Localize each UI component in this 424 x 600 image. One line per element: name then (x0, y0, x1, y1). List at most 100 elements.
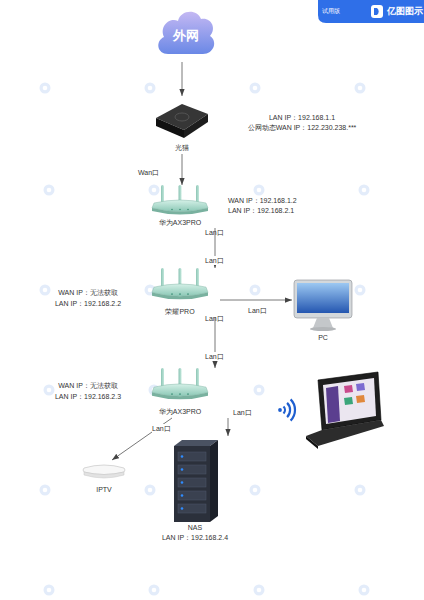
watermark-circle (359, 185, 370, 196)
server-node: NASLAN IP：192.168.2.4 (160, 436, 240, 544)
router-led (187, 209, 189, 211)
drive-led (181, 481, 184, 484)
ip-info: WAN IP：192.168.1.2 (228, 196, 318, 205)
watermark-logo (359, 585, 370, 596)
watermark-circle (355, 285, 366, 296)
watermark-dot (362, 588, 367, 593)
device-name: 光猫 (150, 143, 214, 152)
watermark-circle (254, 185, 265, 196)
watermark-dot (253, 86, 258, 91)
monitor-screen (297, 283, 349, 313)
watermark-dot (47, 588, 52, 593)
router-led (171, 293, 173, 295)
ip-info: WAN IP：无法获取 (43, 381, 133, 390)
watermark-dot (43, 86, 48, 91)
watermark-logo (40, 285, 51, 296)
trial-banner (318, 0, 424, 23)
banner-background (318, 0, 424, 23)
device-name: NAS (150, 523, 240, 532)
wifi-arc (291, 399, 295, 420)
cloud-node: 外网 (156, 6, 216, 62)
watermark-circle (250, 485, 261, 496)
watermark-dot (148, 488, 153, 493)
ip-info: WAN IP：无法获取 (43, 288, 133, 297)
watermark-circle (44, 185, 55, 196)
watermark-circle (40, 485, 51, 496)
network-cable (182, 154, 183, 185)
banner-logo-mark (374, 8, 379, 15)
watermark-circle (355, 485, 366, 496)
device-name: 华为AX3PRO (140, 407, 220, 416)
drive-led (181, 455, 184, 458)
port-label: Lan口 (248, 306, 267, 315)
router-icon (150, 268, 210, 302)
screen-tile (344, 385, 353, 393)
watermark-circle (250, 285, 261, 296)
watermark-logo (355, 485, 366, 496)
drive-bay (178, 465, 206, 474)
watermark-logo (355, 83, 366, 94)
router-node: 荣耀PROWAN IP：无法获取LAN IP：192.168.2.2 (140, 268, 220, 317)
network-cable (112, 418, 172, 460)
box-side (84, 472, 124, 478)
port-label: Lan口 (205, 256, 224, 265)
watermark-logo (355, 285, 366, 296)
watermark-circle (145, 485, 156, 496)
screen-panel (326, 386, 340, 423)
port-label: Lan口 (205, 314, 224, 323)
watermark-logo (40, 485, 51, 496)
drive-led (181, 494, 184, 497)
watermark-circle (40, 285, 51, 296)
watermark-circle (44, 585, 55, 596)
router-led (179, 293, 181, 295)
drive-bay (178, 491, 206, 500)
server-front (174, 446, 210, 522)
watermark-dot (358, 488, 363, 493)
watermark-logo (145, 83, 156, 94)
network-cable (220, 300, 292, 301)
watermark-dot (47, 188, 52, 193)
laptop-illustration (306, 372, 384, 449)
ip-info: LAN IP：192.168.2.3 (43, 392, 133, 401)
watermark-dot (47, 388, 52, 393)
watermark-circle (145, 83, 156, 94)
network-cable (228, 418, 229, 436)
router-led (187, 393, 189, 395)
port-label: Wan口 (138, 168, 159, 177)
watermark-dot (148, 86, 153, 91)
watermark-logo (40, 83, 51, 94)
laptop-edge (306, 436, 318, 449)
router-led (171, 209, 173, 211)
brand-watermark: 亿图图示 (387, 6, 423, 17)
router-node: 华为AX3PROWAN IP：192.168.1.2LAN IP：192.168… (140, 185, 220, 228)
router-base (152, 392, 208, 399)
watermark-logo (149, 185, 160, 196)
watermark-dot (43, 288, 48, 293)
watermark-logo (145, 485, 156, 496)
drive-bay (178, 478, 206, 487)
trial-mark: 试用版 (322, 7, 340, 15)
watermark-dot (152, 188, 157, 193)
watermark-logo (250, 485, 261, 496)
modem-icon (154, 98, 210, 140)
ip-info: LAN IP：192.168.2.1 (228, 206, 318, 215)
router-base (152, 292, 208, 299)
watermark-dot (257, 188, 262, 193)
screen-tile (356, 395, 365, 403)
port-label: Lan口 (205, 228, 224, 237)
router-icon (150, 185, 210, 217)
watermark-dot (358, 86, 363, 91)
router-body (152, 200, 208, 212)
watermark-dot (362, 188, 367, 193)
monitor-frame (294, 280, 352, 318)
wifi-dot (278, 408, 282, 412)
device-name: IPTV (76, 485, 132, 494)
watermark-logo (44, 585, 55, 596)
router-led (171, 393, 173, 395)
laptop-screen (323, 378, 376, 424)
watermark-circle (149, 585, 160, 596)
router-icon (150, 368, 210, 402)
router-body (152, 284, 208, 296)
router-node: 华为AX3PROWAN IP：无法获取LAN IP：192.168.2.3 (140, 368, 220, 418)
